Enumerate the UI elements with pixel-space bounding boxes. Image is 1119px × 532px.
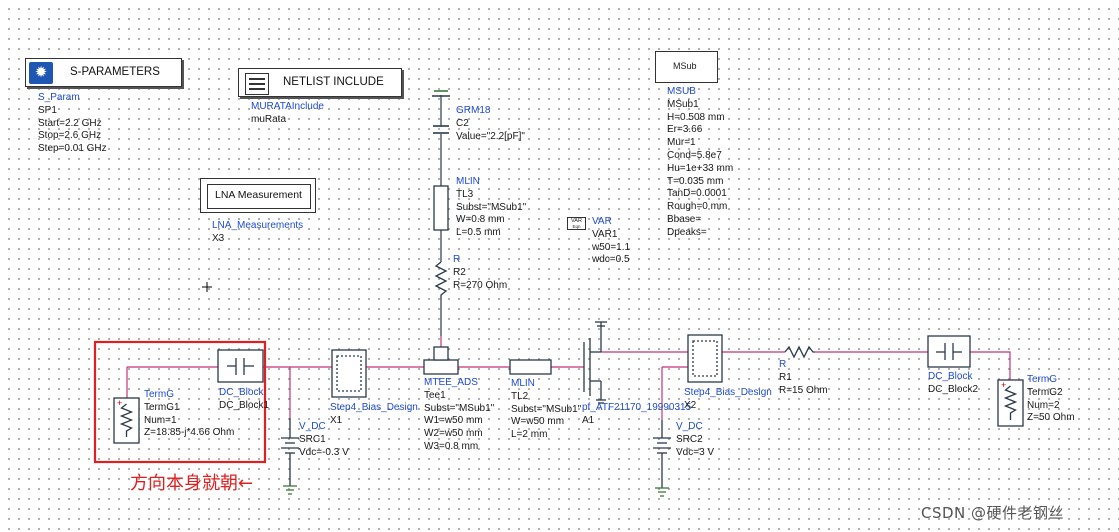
term-g1-label: TermG TermG1 Num=1 Z=18.85-j*4.66 Ohm: [144, 389, 235, 439]
a1-label: pf_ATF21170_19990315 A1: [582, 402, 692, 426]
resistor-r2[interactable]: [434, 261, 448, 300]
bias-design-x1[interactable]: [331, 349, 367, 398]
var-block[interactable]: VAR Eqn: [567, 217, 586, 230]
svg-text:+: +: [117, 398, 122, 408]
term-g2-label: TermG TermG2 Num=2 Z=50 Ohm: [1027, 374, 1075, 424]
annotation-highlight-box: [93, 340, 267, 464]
resistor-r1[interactable]: [784, 345, 815, 359]
watermark-text: CSDN @硬件老钢丝: [921, 504, 1065, 522]
r1-label: R R1 R=15 Ohm: [779, 359, 828, 396]
c2-label: GRM18 C2 Value="2.2[pF]": [456, 105, 525, 142]
vdc-src1[interactable]: [281, 418, 299, 495]
src1-label: V_DC SRC1 Vdc=-0.3 V: [299, 421, 349, 458]
tl3-label: MLIN TL3 Subst="MSub1" W=0.8 mm L=0.5 mm: [456, 176, 527, 239]
s-parameters-controller[interactable]: ✹ S-PARAMETERS: [25, 58, 182, 87]
dc-block-1-label: DC_Block DC_Block1: [219, 387, 270, 411]
s-parameters-title: S-PARAMETERS: [70, 66, 160, 78]
dc-block-2-label: DC_Block DC_Block2: [928, 371, 979, 395]
term-g1[interactable]: +: [113, 397, 140, 444]
netlist-include-title: NETLIST INCLUDE: [283, 76, 384, 88]
vdc-src2[interactable]: [653, 420, 671, 497]
cursor-crosshair-icon: [202, 282, 212, 292]
dc-block-2[interactable]: [927, 335, 971, 368]
annotation-text: 方向本身就朝←: [130, 473, 254, 494]
x1-label: Step4_Bias_Design X1: [330, 402, 418, 426]
transistor-a1[interactable]: [583, 321, 607, 404]
s-parameters-label: S_Param SP1 Start=2.2 GHz Stop=2.6 GHz S…: [38, 92, 107, 155]
r2-label: R R2 R=270 Ohm: [453, 254, 508, 291]
lna-measurement-block[interactable]: LNA Measurement: [200, 178, 316, 213]
term-g2[interactable]: +: [997, 379, 1024, 427]
bias-design-x2[interactable]: [687, 334, 723, 383]
svg-text:+: +: [1001, 380, 1006, 390]
wires: [126, 336, 1011, 420]
netlist-include-icon: [245, 73, 269, 95]
dc-block-1[interactable]: [217, 349, 264, 383]
msub-label: MSUB MSub1 H=0.508 mm Er=3.66 Mur=1 Cond…: [667, 86, 734, 238]
netlist-include[interactable]: NETLIST INCLUDE: [238, 68, 402, 97]
netlist-include-label: MURATAInclude muRata: [251, 101, 324, 125]
mlin-tl3[interactable]: [433, 185, 449, 231]
mlin-tl2[interactable]: [509, 359, 552, 375]
src2-label: V_DC SRC2 Vdc=3 V: [676, 421, 715, 458]
x2-label: Step4_Bias_Design X2: [684, 387, 772, 411]
lna-measurement-label: LNA_Measurements X3: [212, 220, 304, 244]
var-label: VAR VAR1 w50=1.1 wdc=0.5: [592, 216, 631, 266]
msub-block[interactable]: MSub: [655, 51, 718, 83]
msub-block-label: MSub: [673, 61, 697, 71]
lna-measurement-title: LNA Measurement: [215, 189, 302, 201]
tee1-label: MTEE_ADS Tee1 Subst="MSub1" W1=w50 mm W2…: [424, 377, 495, 452]
capacitor-c2[interactable]: [432, 90, 450, 134]
mtee-tee1[interactable]: [423, 346, 459, 375]
tl2-label: MLIN TL2 Subst="MSub1" W=w50 mm L=2 mm: [511, 378, 582, 441]
s-parameters-icon: ✹: [29, 62, 53, 84]
